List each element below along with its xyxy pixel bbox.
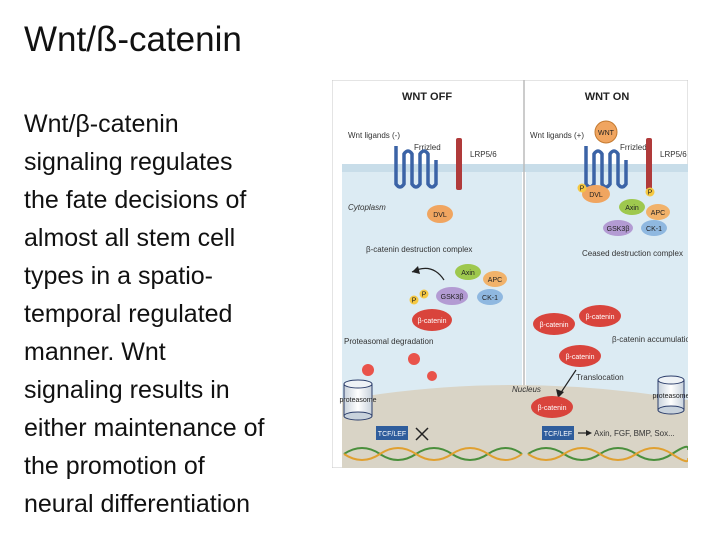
wnt-ligands-off-label: Wnt ligands (-) — [348, 131, 400, 140]
wnt-ligand-node — [594, 120, 618, 144]
translocation-label: Translocation — [576, 373, 624, 382]
apc-off-label: APC — [488, 277, 502, 284]
phosphate-label: P — [580, 186, 585, 193]
body-line: Wnt/β-catenin — [24, 110, 179, 138]
slide-body-text: Wnt/β-catenin signaling regulates the fa… — [24, 105, 324, 523]
wnt-on-header: WNT ON — [585, 91, 630, 103]
bcat-on-label: β-catenin — [540, 322, 569, 329]
proteasome-off-label: proteasome — [340, 397, 377, 404]
body-line: manner. Wnt — [24, 338, 166, 366]
destruction-complex-label: β-catenin destruction complex — [366, 245, 472, 254]
wnt-pathway-diagram: WNT OFF WNT ON Wnt ligands (-) Frrizled … — [332, 80, 688, 468]
body-line: the promotion of — [24, 452, 205, 480]
body-line: the fate decisions of — [24, 186, 247, 214]
target-genes-label: Axin, FGF, BMP, Sox... — [594, 429, 675, 438]
body-line: signaling regulates — [24, 148, 233, 176]
slide-title: Wnt/ß-catenin — [24, 20, 242, 59]
phosphate-label: P — [422, 292, 427, 299]
phosphate-icon — [645, 187, 655, 197]
lrp-receptor-icon — [646, 138, 652, 190]
dna-helix-icon — [527, 447, 688, 463]
axin-on-node — [619, 199, 645, 215]
cytoplasm-label: Cytoplasm — [348, 203, 386, 212]
body-line: almost all stem cell — [24, 224, 236, 252]
nucleus-label: Nucleus — [512, 385, 541, 394]
tcf-off-label: TCF/LEF — [378, 431, 406, 438]
dna-helix-icon — [343, 447, 523, 461]
ck1-on-node — [641, 220, 667, 236]
phosphate-label: P — [648, 190, 653, 197]
bcat-off-label: β-catenin — [418, 318, 447, 325]
ck1-off-label: CK-1 — [482, 295, 498, 302]
body-line: neural differentiation — [24, 490, 251, 518]
ceased-complex-label: Ceased destruction complex — [582, 249, 683, 258]
arrow-head — [412, 266, 420, 274]
tcf-on-label: TCF/LEF — [544, 431, 572, 438]
bcat-on-node — [533, 313, 575, 335]
apc-on-node — [646, 204, 670, 220]
phosphate-icon — [409, 295, 419, 305]
dna-helix-icon — [343, 447, 523, 461]
frizzled-on-label: Frrizled — [620, 143, 647, 152]
apc-on-label: APC — [651, 210, 665, 217]
cell-membrane — [342, 164, 688, 172]
wnt-off-header: WNT OFF — [402, 91, 452, 103]
phosphate-icon — [577, 183, 587, 193]
ck1-off-node — [477, 289, 503, 305]
frizzled-receptor-icon — [394, 146, 438, 189]
accumulation-label: β-catenin accumulation — [612, 335, 688, 344]
lrp-off-label: LRP5/6 — [470, 150, 497, 159]
axin-off-node — [455, 264, 481, 280]
proteasome-on-label: proteasome — [653, 393, 688, 400]
axin-on-label: Axin — [625, 205, 639, 212]
body-line: types in a spatio- — [24, 262, 213, 290]
ck1-on-label: CK-1 — [646, 226, 662, 233]
nucleus-region — [342, 385, 688, 468]
phosphate-icon — [419, 289, 429, 299]
proteasome-icon — [657, 375, 685, 415]
dna-helix-icon — [527, 445, 688, 461]
body-line: either maintenance of — [24, 414, 265, 442]
wnt-pathway-figure: WNT OFF WNT ON Wnt ligands (-) Frrizled … — [332, 80, 688, 468]
phosphate-label: P — [412, 298, 417, 305]
tcf-off-box — [376, 426, 408, 440]
lrp-receptor-icon — [456, 138, 462, 190]
bcat-on-label: β-catenin — [566, 354, 595, 361]
proteasome-icon — [343, 379, 373, 421]
gsk-off-label: GSK3β — [441, 294, 464, 301]
bcat-fragment — [362, 364, 374, 376]
dvl-on-node — [582, 185, 610, 203]
bcat-on-node — [559, 345, 601, 367]
arrow-head — [556, 389, 564, 398]
dvl-on-label: DVL — [589, 192, 603, 199]
apc-off-node — [483, 271, 507, 287]
bcat-fragment — [427, 371, 437, 381]
frizzled-off-label: Frrizled — [414, 143, 441, 152]
bcat-fragment — [408, 353, 420, 365]
body-line: temporal regulated — [24, 300, 233, 328]
gsk-on-node — [603, 220, 633, 236]
axin-off-label: Axin — [461, 270, 475, 277]
gsk-off-node — [436, 287, 468, 305]
wnt-ligands-on-label: Wnt ligands (+) — [530, 131, 584, 140]
bcat-on-label: β-catenin — [586, 314, 615, 321]
translocation-arrow — [559, 369, 577, 395]
dvl-off-node — [427, 205, 453, 223]
bcat-nucleus-node — [531, 396, 573, 418]
blocked-icon — [415, 427, 429, 441]
bcat-nucleus-label: β-catenin — [538, 405, 567, 412]
wnt-ligand-label: WNT — [598, 130, 615, 137]
lrp-on-label: LRP5/6 — [660, 150, 687, 159]
body-line: signaling results in — [24, 376, 230, 404]
dvl-off-label: DVL — [433, 212, 447, 219]
tcf-on-box — [542, 426, 574, 440]
bcat-on-node — [579, 305, 621, 327]
frizzled-receptor-icon — [584, 146, 628, 189]
arrow-head — [586, 430, 592, 436]
bcat-off-node — [412, 309, 452, 331]
gsk-on-label: GSK3β — [607, 226, 630, 233]
proteasomal-degradation-label: Proteasomal degradation — [344, 337, 433, 346]
